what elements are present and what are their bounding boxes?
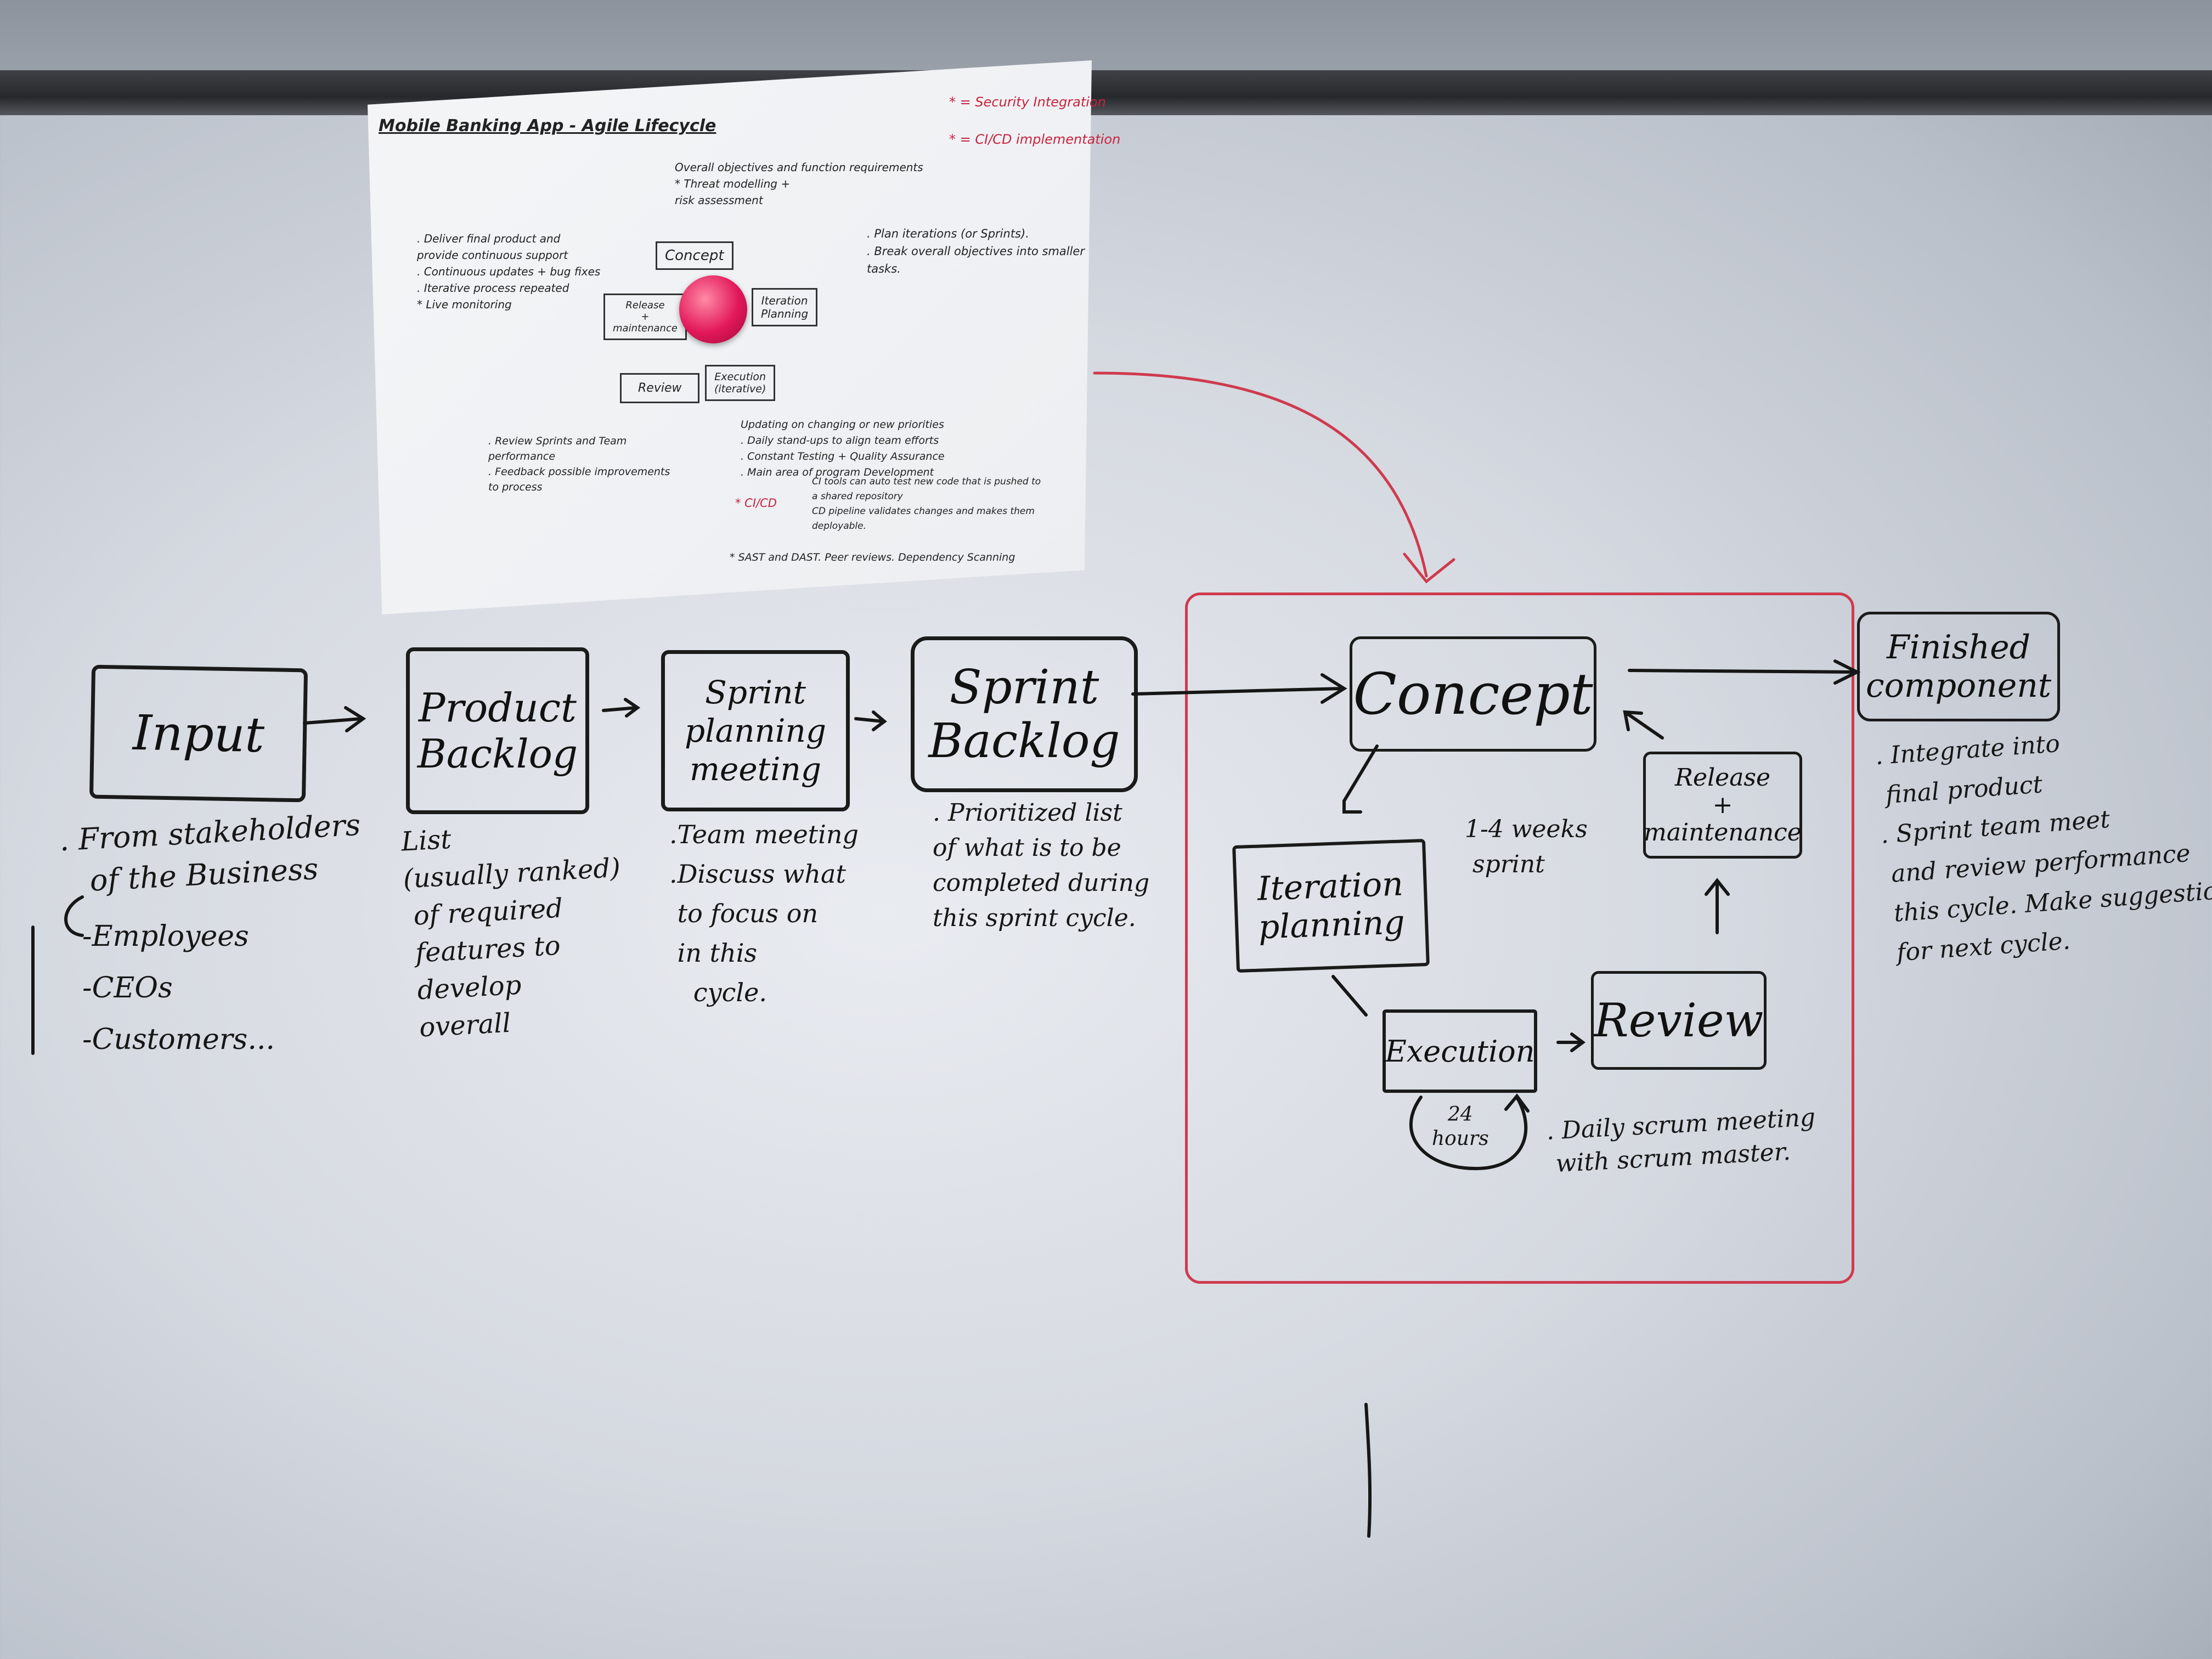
sprint-backlog-box: Sprint Backlog (911, 636, 1138, 792)
daily-cycle-label: 24 hours (1432, 1103, 1489, 1150)
sheet-execution-box: Execution (iterative) (705, 365, 776, 401)
security-notes: * SAST and DAST. Peer reviews. Dependenc… (730, 551, 1015, 563)
sprint-planning-box: Sprint planning meeting (661, 650, 850, 811)
sheet-concept-box: Concept (656, 241, 733, 270)
execution-notes: Updating on changing or new priorities .… (741, 419, 945, 478)
release-notes: . Deliver final product and provide cont… (417, 232, 601, 311)
sprint-backlog-notes: . Prioritized list of what is to be comp… (933, 799, 1150, 932)
legend-security: * = Security Integration (949, 94, 1106, 110)
concept-box: Concept (1350, 636, 1596, 752)
sprint-planning-notes: .Team meeting .Discuss what to focus on … (669, 820, 859, 1007)
iteration-notes: . Plan iterations (or Sprints). . Break … (867, 227, 1085, 275)
concept-notes: Overall objectives and function requirem… (675, 161, 923, 207)
sheet-review-box: Review (620, 373, 700, 403)
review-notes: . Review Sprints and Team performance . … (488, 435, 670, 493)
cicd-label: * CI/CD (735, 496, 777, 510)
release-box: Release + maintenance (1643, 752, 1802, 859)
legend-cicd: * = CI/CD implementation (949, 132, 1121, 147)
sheet-title: Mobile Banking App - Agile Lifecycle (379, 116, 716, 136)
sheet-iteration-box: Iteration Planning (752, 288, 818, 326)
sheet-release-box: Release + maintenance (603, 294, 687, 340)
finished-box: Finished component (1857, 612, 2060, 721)
execution-box: Execution (1383, 1009, 1537, 1093)
wall (0, 0, 2212, 70)
input-list: -Employees -CEOs -Customers... (82, 920, 275, 1056)
sprint-cycle-frame (1185, 592, 1854, 1284)
sprint-length: 1-4 weeks sprint (1465, 815, 1588, 878)
cicd-notes: CI tools can auto test new code that is … (812, 476, 1041, 532)
magnet (679, 275, 747, 343)
review-box: Review (1591, 971, 1767, 1070)
product-backlog-box: Product Backlog (406, 647, 589, 814)
